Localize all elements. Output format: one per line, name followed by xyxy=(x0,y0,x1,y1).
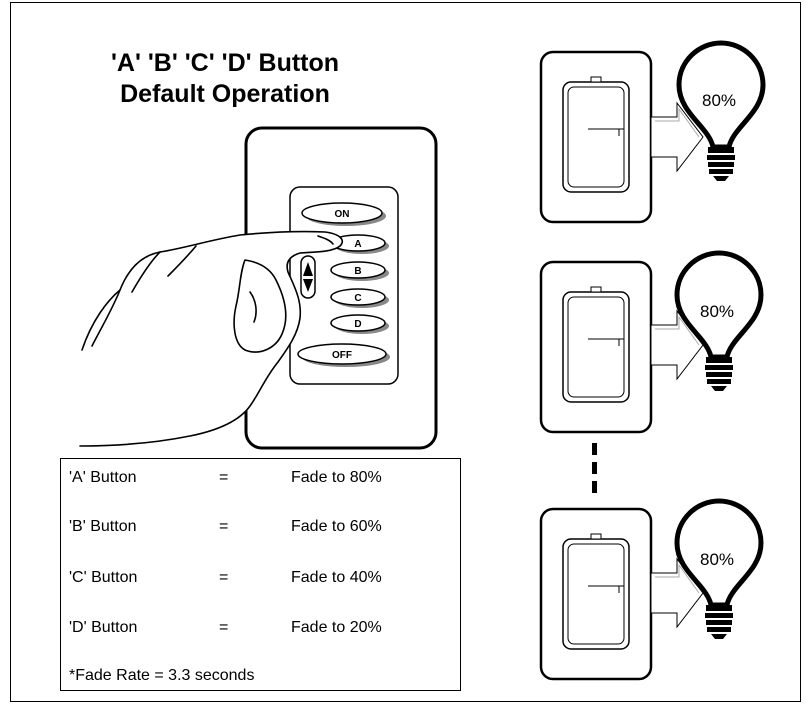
table-cell-equals: = xyxy=(219,569,229,586)
button-a[interactable]: A xyxy=(330,234,389,254)
bulb-level-1: 80% xyxy=(702,91,736,110)
table-cell-equals: = xyxy=(219,518,229,535)
dimmer-switch-icon xyxy=(539,260,653,434)
title-line-2: Default Operation xyxy=(120,80,330,108)
button-b-label: B xyxy=(354,266,361,277)
bulb-level-3: 80% xyxy=(700,550,734,569)
button-on[interactable]: ON xyxy=(301,202,386,226)
continuation-dots xyxy=(592,443,597,493)
table-row: 'D' Button = Fade to 20% xyxy=(61,619,460,643)
table-cell-equals: = xyxy=(219,619,229,636)
table-cell-equals: = xyxy=(219,469,229,486)
button-function-table: 'A' Button = Fade to 80% 'B' Button = Fa… xyxy=(60,458,461,691)
keypad-buttons: ON A B C D OFF xyxy=(297,202,390,367)
table-cell-button: 'C' Button xyxy=(69,569,138,586)
light-bulb-icon: 80% xyxy=(679,43,763,181)
diagram-title: 'A' 'B' 'C' 'D' Button Default Operation xyxy=(40,48,410,110)
dimmer-switch-icon xyxy=(539,507,653,681)
light-bulb-icon: 80% xyxy=(677,253,761,391)
button-off[interactable]: OFF xyxy=(297,343,390,367)
table-row: 'A' Button = Fade to 80% xyxy=(61,469,460,493)
table-cell-action: Fade to 80% xyxy=(291,469,382,486)
table-cell-button: 'B' Button xyxy=(69,518,137,535)
diagram-frame xyxy=(10,2,801,702)
table-cell-button: 'D' Button xyxy=(69,619,138,636)
table-cell-action: Fade to 20% xyxy=(291,619,382,636)
light-bulb-icon: 80% xyxy=(677,501,761,639)
bulb-level-2: 80% xyxy=(700,302,734,321)
table-cell-action: Fade to 60% xyxy=(291,518,382,535)
button-on-label: ON xyxy=(335,209,350,220)
table-cell-button: 'A' Button xyxy=(69,469,137,486)
button-b[interactable]: B xyxy=(330,261,389,281)
button-off-label: OFF xyxy=(332,350,352,361)
fade-rate-note: *Fade Rate = 3.3 seconds xyxy=(69,667,255,684)
button-c-label: C xyxy=(354,293,361,304)
table-cell-action: Fade to 40% xyxy=(291,569,382,586)
dimmer-switch-icon xyxy=(539,50,653,224)
button-d[interactable]: D xyxy=(330,314,389,334)
hand-icon xyxy=(79,230,344,447)
table-row: 'C' Button = Fade to 40% xyxy=(61,569,460,593)
button-c[interactable]: C xyxy=(330,288,389,308)
table-row: 'B' Button = Fade to 60% xyxy=(61,518,460,542)
button-d-label: D xyxy=(354,319,361,330)
button-a-label: A xyxy=(354,239,361,250)
title-line-1: 'A' 'B' 'C' 'D' Button xyxy=(110,49,340,77)
